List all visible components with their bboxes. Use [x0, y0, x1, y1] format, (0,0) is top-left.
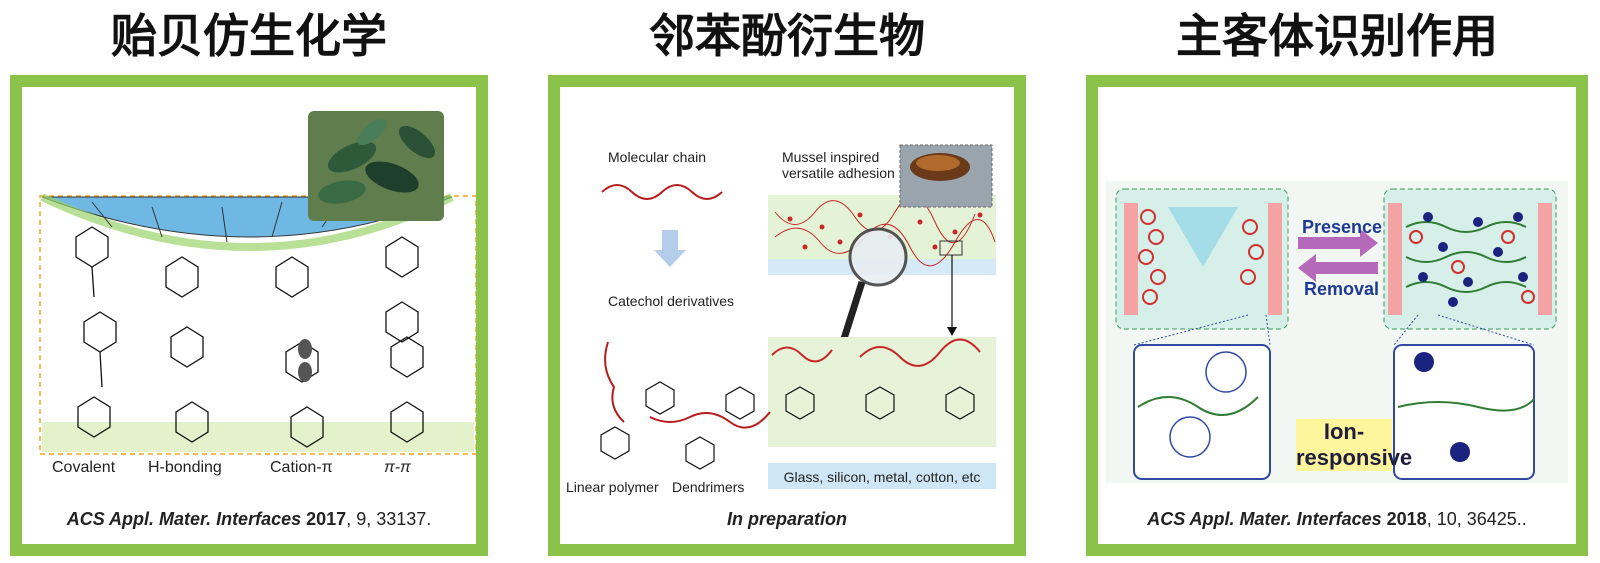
panel-title-host-guest: 主客体识别作用: [1176, 9, 1498, 63]
citation-journal: ACS Appl. Mater. Interfaces: [66, 509, 302, 529]
label-versatile-adhesion: versatile adhesion: [782, 165, 895, 181]
panel-mussel-chemistry: Covalent H-bonding Cation-π π-π ACS Appl…: [10, 75, 488, 556]
label-ion-line1: Ion-: [1323, 419, 1365, 444]
panel-catechol-derivatives: Molecular chain Catechol derivatives Mus…: [548, 75, 1026, 556]
label-removal: Removal: [1304, 279, 1380, 299]
label-dendrimers: Dendrimers: [672, 479, 745, 495]
label-cation-pi: Cation-π: [270, 459, 333, 476]
citation-volume: , 9, 33137.: [346, 509, 432, 529]
panel-title-catechol: 邻苯酚衍生物: [649, 9, 925, 63]
label-covalent: Covalent: [52, 459, 116, 476]
host-guest-diagram: [1106, 181, 1568, 483]
citation-year: 2017: [306, 509, 347, 529]
citation-panel2: In preparation: [560, 509, 1014, 530]
label-linear-polymer: Linear polymer: [566, 479, 659, 495]
citation-journal-3: ACS Appl. Mater. Interfaces: [1147, 509, 1382, 529]
catechol-diagram: [600, 144, 996, 489]
label-substrate: Glass, silicon, metal, cotton, etc: [783, 469, 981, 485]
panel-title-mussel: 贻贝仿生化学: [111, 9, 387, 63]
citation-in-preparation: In preparation: [726, 509, 847, 529]
label-mussel-inspired: Mussel inspired: [782, 149, 880, 165]
label-ion-line2: responsive: [1296, 445, 1413, 470]
citation-panel3: ACS Appl. Mater. Interfaces 2018, 10, 36…: [1098, 509, 1576, 530]
label-catechol-derivatives: Catechol derivatives: [608, 293, 735, 309]
label-h-bonding: H-bonding: [148, 459, 222, 476]
citation-year-3: 2018: [1386, 509, 1427, 529]
mussel-chemistry-diagram: [39, 111, 476, 455]
citation-panel1: ACS Appl. Mater. Interfaces 2017, 9, 331…: [22, 509, 476, 530]
label-molecular-chain: Molecular chain: [608, 149, 707, 165]
label-presence: Presence: [1302, 217, 1383, 237]
label-pi-pi: π-π: [384, 459, 411, 476]
citation-volume-3: , 10, 36425..: [1426, 509, 1527, 529]
label-ion-responsive: Ion- responsive: [1296, 419, 1413, 471]
panel-host-guest: Presence Removal Ion- responsive ACS App…: [1086, 75, 1588, 556]
